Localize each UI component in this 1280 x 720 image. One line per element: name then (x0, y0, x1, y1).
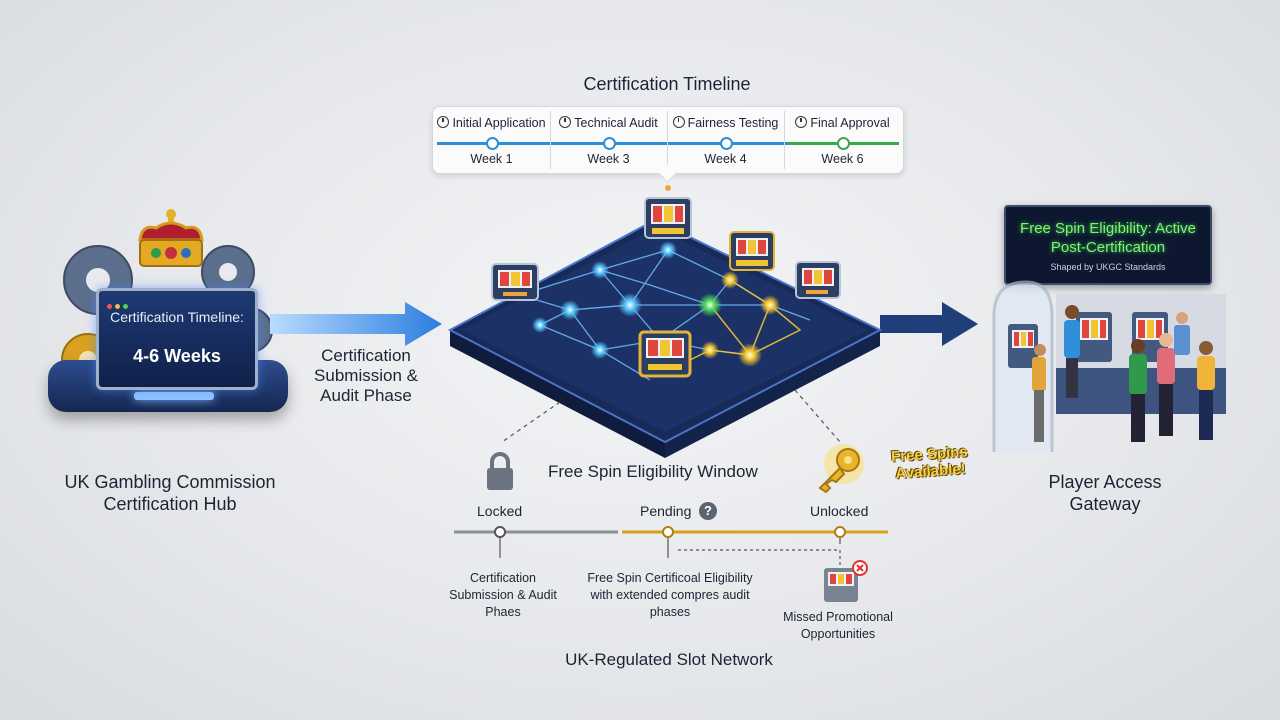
timeline-step-week: Week 3 (587, 152, 630, 166)
clock-icon (672, 116, 685, 128)
timeline-node (837, 137, 850, 150)
clock-icon (559, 116, 572, 128)
timeline-step-label: Final Approval (810, 116, 890, 130)
clock-icon (437, 116, 450, 128)
timeline-node (720, 137, 733, 150)
hub-screen: Certification Timeline: 4-6 Weeks (96, 288, 258, 390)
sign-title: Free Spin Eligibility: Active Post-Certi… (1020, 220, 1196, 256)
note-audit-phase: Certification Submission & Audit Phaes (449, 571, 557, 619)
timeline-step-week: Week 6 (821, 152, 864, 166)
crown-icon (138, 209, 204, 267)
timeline-divider (784, 111, 785, 169)
state-unlocked: Unlocked (810, 503, 869, 519)
slot-network-platform (447, 185, 883, 458)
timeline-step-week: Week 4 (704, 152, 747, 166)
arrow-label: Certification Submission & Audit Phase (314, 346, 418, 405)
gateway-label: Player Access Gateway (1048, 472, 1162, 514)
timeline-card: Initial Application Week 1 Technical Aud… (432, 106, 904, 174)
key-icon (818, 444, 864, 494)
player-figure (1064, 305, 1080, 398)
timeline-step-final-approval[interactable]: Final Approval Week 6 (784, 107, 901, 173)
state-locked: Locked (477, 503, 523, 519)
timeline-step-label: Initial Application (452, 116, 546, 130)
slot-machine-icon (491, 263, 539, 301)
lock-icon (487, 452, 513, 490)
timeline-step-label: Fairness Testing (687, 116, 779, 130)
hub-screen-title: Certification Timeline: (110, 309, 244, 325)
help-icon: ? (699, 502, 717, 520)
gateway-scene (992, 280, 1226, 452)
eligibility-window-title: Free Spin Eligibility Window (548, 462, 758, 481)
timeline-divider (550, 111, 551, 169)
missed-slot-icon (824, 560, 868, 602)
note-extended-audit: Free Spin Certificoal Eligibility with e… (587, 571, 753, 619)
timeline-title: Certification Timeline (583, 74, 751, 94)
arrow-right-icon (880, 302, 978, 346)
hub-screen-value: 4-6 Weeks (133, 346, 221, 366)
timeline-step-week: Week 1 (470, 152, 513, 166)
eligibility-sign: Free Spin Eligibility: Active Post-Certi… (1004, 205, 1212, 285)
timeline-progress-line (437, 142, 797, 145)
arrow-right-icon (270, 302, 442, 346)
timeline-step-fairness-testing[interactable]: Fairness Testing Week 4 (667, 107, 784, 173)
note-missed-opportunities: Missed Promotional Opportunities (783, 610, 893, 641)
timeline-step-label: Technical Audit (574, 116, 658, 130)
hub-label: UK Gambling Commission Certification Hub (64, 472, 276, 514)
state-pending: Pending (640, 503, 692, 519)
timeline-step-technical-audit[interactable]: Technical Audit Week 3 (550, 107, 667, 173)
free-spins-badge: Free Spins Available! (890, 443, 969, 483)
eligibility-track (454, 526, 888, 566)
timeline-divider (667, 111, 668, 169)
timeline-node (486, 137, 499, 150)
timeline-step-initial-application[interactable]: Initial Application Week 1 (433, 107, 550, 173)
timeline-node (603, 137, 616, 150)
hub-keyboard-glow (134, 392, 214, 400)
network-label: UK-Regulated Slot Network (565, 650, 773, 669)
clock-icon (795, 116, 808, 128)
sign-subtitle: Shaped by UKGC Standards (1050, 262, 1166, 272)
